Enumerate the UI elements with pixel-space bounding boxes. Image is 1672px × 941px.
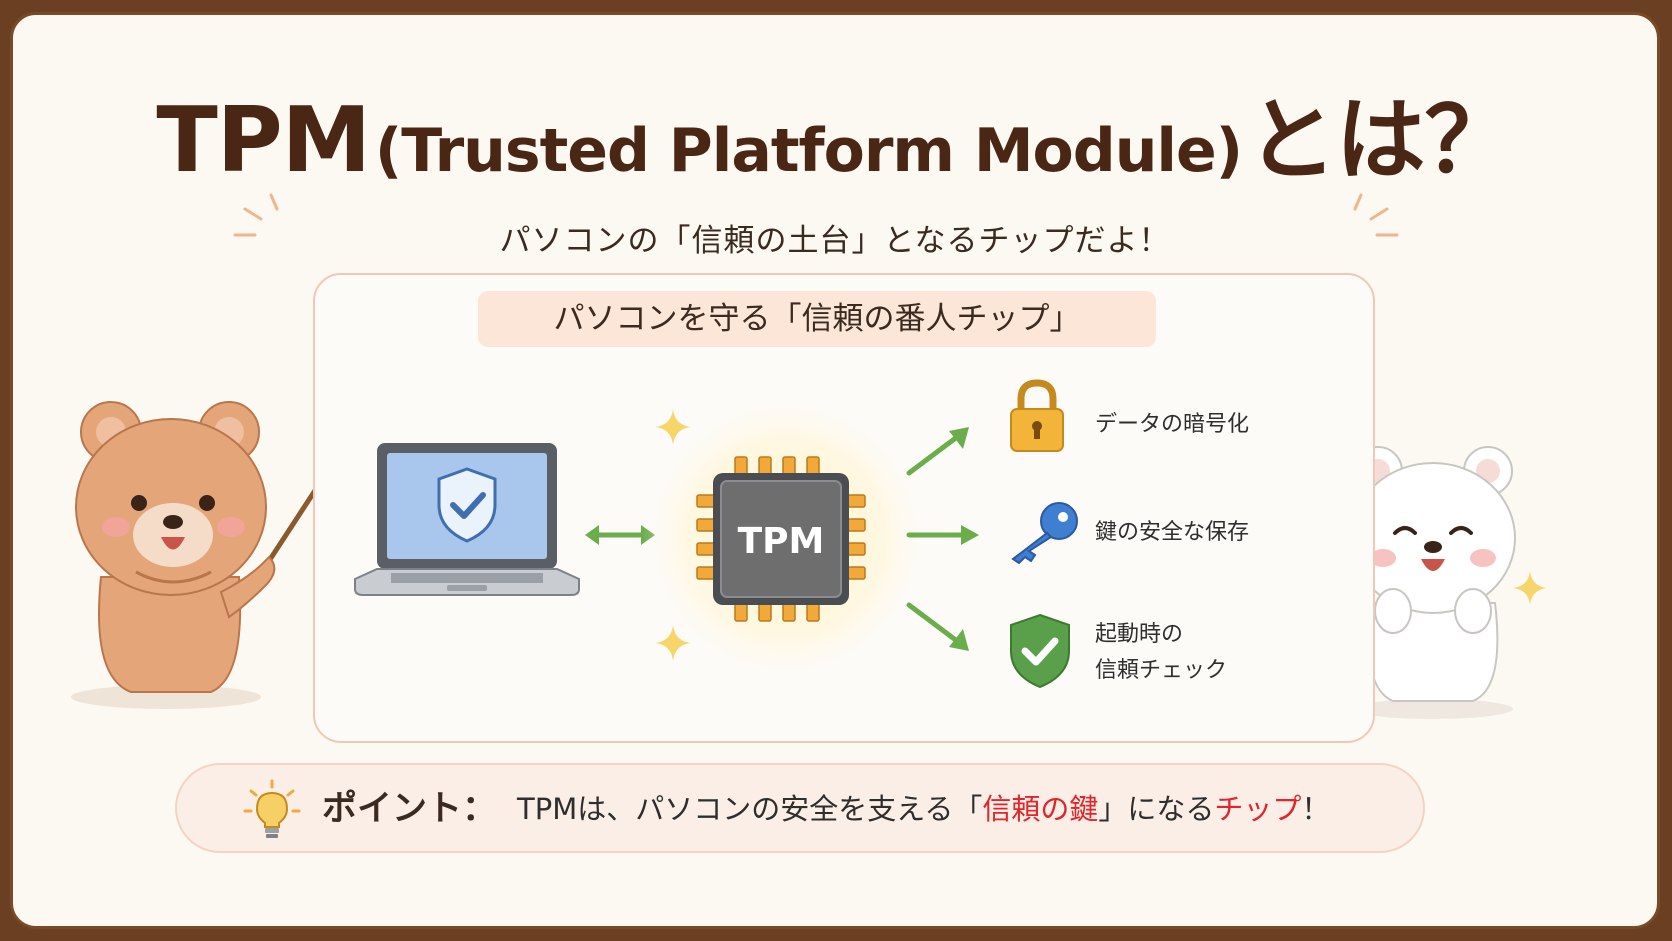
sparkle-lines-left-icon bbox=[233, 193, 279, 237]
page-title: TPM (Trusted Platform Module) とは？ bbox=[13, 67, 1657, 197]
arrow-down-right-icon bbox=[906, 602, 969, 651]
white-bear-happy-icon bbox=[1350, 446, 1516, 719]
point-label: ポイント： bbox=[322, 789, 498, 829]
diagram-panel: パソコンを守る「信頼の番人チップ」 bbox=[313, 273, 1375, 743]
feature-boot-check-line1: 起動時の bbox=[1095, 622, 1184, 647]
point-highlight-chip: チップ bbox=[1214, 792, 1302, 826]
point-text: TPMは、パソコンの安全を支える「信頼の鍵」になるチップ！ bbox=[517, 765, 1330, 853]
point-highlight-trust-key: 信頼の鍵 bbox=[982, 792, 1099, 826]
padlock-icon bbox=[1010, 379, 1064, 452]
point-text-mid: 」になる bbox=[1098, 792, 1215, 826]
title-paren: (Trusted Platform Module) bbox=[374, 116, 1243, 186]
arrow-up-right-icon bbox=[906, 427, 969, 476]
feature-boot-check-label: 起動時の 信頼チェック bbox=[1095, 617, 1227, 689]
feature-encryption-label: データの暗号化 bbox=[1095, 412, 1250, 437]
chip-label: TPM bbox=[738, 521, 825, 562]
key-icon bbox=[1011, 502, 1078, 565]
sparkle-lines-right-icon bbox=[1353, 193, 1399, 237]
point-text-post: ！ bbox=[1301, 792, 1331, 826]
sparkle-icon bbox=[1513, 571, 1547, 605]
sparkle-icon bbox=[655, 625, 691, 661]
feature-boot-check-line2: 信頼チェック bbox=[1095, 658, 1228, 683]
point-banner: ポイント： TPMは、パソコンの安全を支える「信頼の鍵」になるチップ！ bbox=[175, 763, 1425, 853]
subtitle: パソコンの「信頼の土台」となるチップだよ！ bbox=[499, 223, 1171, 259]
title-main: TPM bbox=[156, 88, 371, 193]
infographic-card: TPM (Trusted Platform Module) とは？ パソコンの「… bbox=[10, 12, 1660, 929]
sparkle-icon bbox=[655, 409, 691, 445]
point-text-pre: TPMは、パソコンの安全を支える「 bbox=[517, 792, 983, 826]
lightbulb-icon bbox=[243, 779, 301, 838]
title-suffix: とは？ bbox=[1246, 88, 1515, 193]
brown-bear-pointing-icon bbox=[71, 401, 337, 709]
arrow-right-icon bbox=[906, 525, 979, 545]
tpm-chip-icon: TPM bbox=[696, 456, 866, 622]
panel-label: パソコンを守る「信頼の番人チップ」 bbox=[478, 291, 1156, 347]
feature-key-storage-label: 鍵の安全な保存 bbox=[1095, 520, 1250, 545]
laptop-shield-icon bbox=[354, 443, 580, 596]
shield-check-icon bbox=[1010, 613, 1070, 689]
